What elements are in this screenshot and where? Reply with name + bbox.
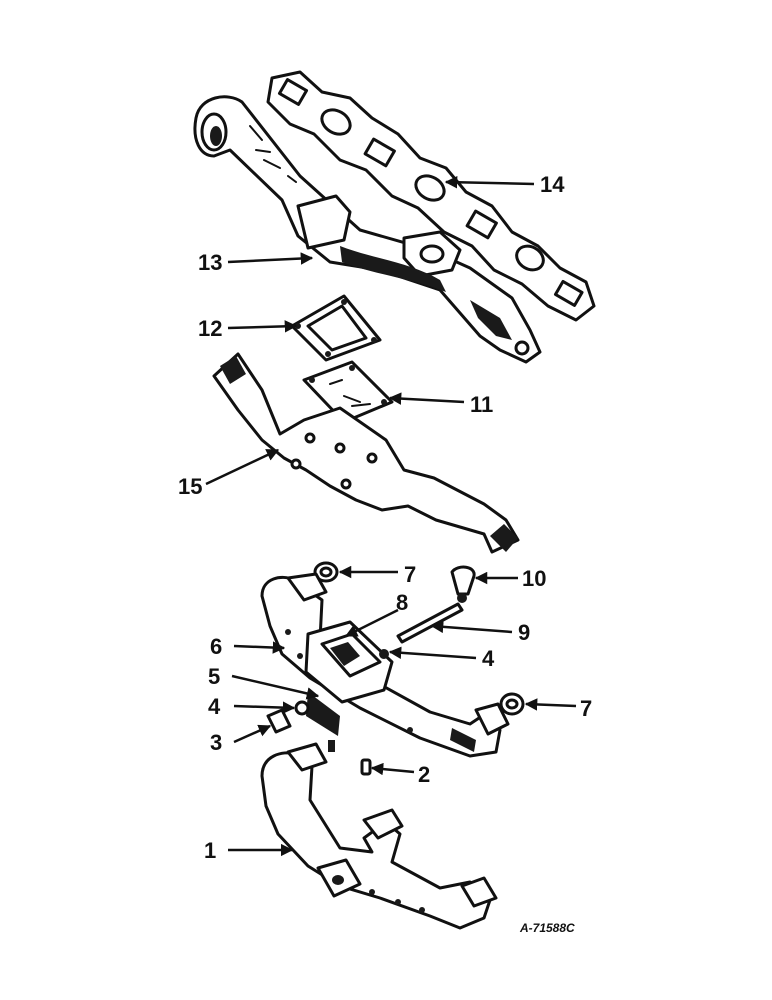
callout-5: 5 (208, 664, 220, 689)
manifold-gasket-part-14 (266, 70, 596, 322)
exhaust-manifold-part-1 (260, 742, 498, 930)
callout-2: 2 (418, 762, 430, 787)
washer-part-4-lower (294, 700, 310, 716)
callout-3: 3 (210, 730, 222, 755)
callout-4-lower: 4 (208, 694, 221, 719)
gasket-part-12 (290, 294, 382, 362)
leader-8 (344, 608, 399, 638)
leader-lines (205, 176, 577, 857)
leader-6 (233, 641, 286, 654)
leader-9 (430, 620, 513, 634)
leader-12 (227, 320, 298, 333)
leader-5 (231, 674, 320, 700)
callout-9: 9 (518, 620, 530, 645)
callout-6: 6 (210, 634, 222, 659)
callout-13: 13 (198, 250, 222, 275)
leader-13 (227, 252, 314, 265)
callout-8: 8 (396, 590, 408, 615)
figure-id: A-71588C (519, 921, 575, 935)
callout-11: 11 (470, 392, 493, 417)
callout-10: 10 (522, 566, 546, 591)
leader-11 (388, 392, 465, 405)
callout-labels: 14 13 12 11 15 7 10 8 9 6 4 5 4 7 3 2 1 (178, 172, 592, 863)
leader-3 (233, 724, 272, 744)
leader-15 (205, 448, 280, 486)
callout-14: 14 (540, 172, 565, 197)
callout-7-upper: 7 (404, 562, 416, 587)
heat-shield-part-15 (212, 352, 520, 554)
callout-12: 12 (198, 316, 222, 341)
callout-4-upper: 4 (482, 646, 495, 671)
intake-manifold-part-13 (193, 95, 542, 364)
washer-part-4-upper (379, 649, 389, 659)
callout-1: 1 (204, 838, 216, 863)
leader-4-upper (388, 646, 477, 660)
callout-7-lower: 7 (580, 696, 592, 721)
bolt-part-3 (266, 708, 292, 734)
exhaust-manifold-part-6 (260, 572, 510, 758)
shaft-part-9 (396, 602, 464, 644)
callout-15: 15 (178, 474, 202, 499)
lever-part-10 (450, 565, 476, 603)
leader-14 (444, 176, 535, 189)
gasket-ring-part-7-lower (499, 692, 525, 716)
leader-7-lower (524, 698, 577, 711)
leader-4-lower (233, 701, 296, 714)
leader-2 (370, 762, 415, 776)
stud-part-2 (328, 740, 372, 776)
gasket-ring-part-7-upper (313, 561, 339, 583)
